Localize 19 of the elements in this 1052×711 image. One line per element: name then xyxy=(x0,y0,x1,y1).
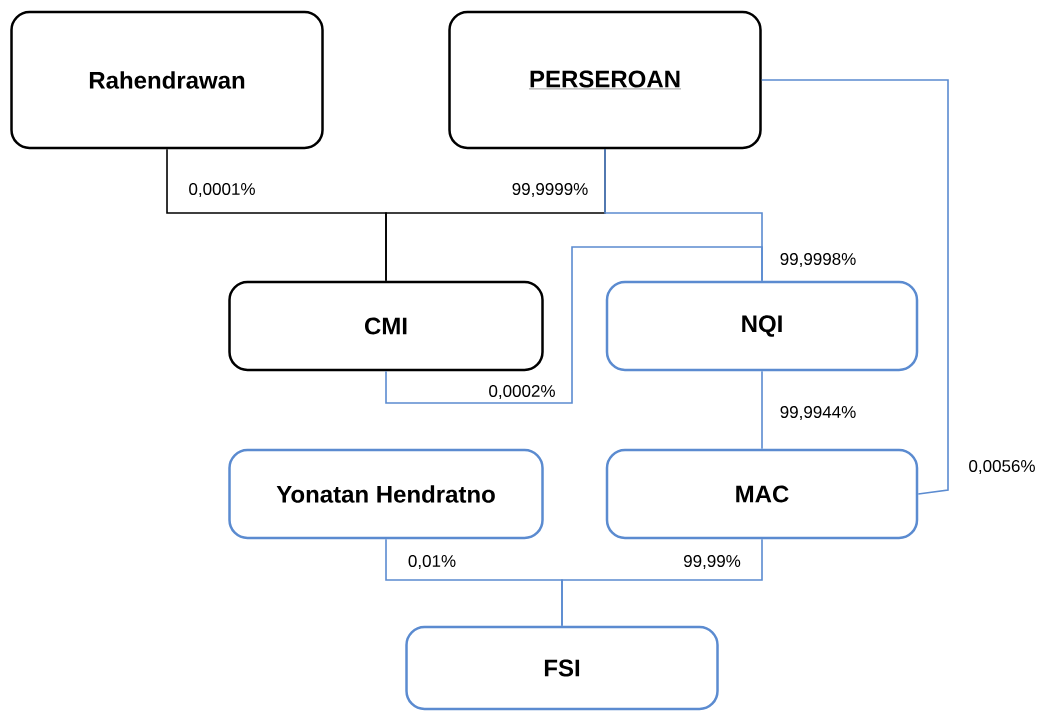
entity-box: NQI xyxy=(605,280,919,372)
connector-line xyxy=(385,246,763,404)
percentage-label: 99,99% xyxy=(682,553,742,570)
connector-line xyxy=(760,79,949,495)
entity-box: Yonatan Hendratno xyxy=(228,448,544,540)
connector-line xyxy=(561,538,763,627)
percentage-label: 0,0002% xyxy=(487,383,557,400)
entity-box: Rahendrawan xyxy=(10,10,324,150)
percentage-label: 0,01% xyxy=(406,553,458,570)
entity-box: CMI xyxy=(228,280,544,372)
percentage-label: 0,0056% xyxy=(967,458,1037,475)
entity-box: FSI xyxy=(405,625,719,711)
percentage-label: 99,9999% xyxy=(510,181,590,198)
connector-line xyxy=(761,370,763,450)
percentage-label: 99,9998% xyxy=(778,251,858,268)
entity-box: PERSEROAN xyxy=(448,10,762,150)
percentage-label: 0,0001% xyxy=(187,181,257,198)
entity-box: MAC xyxy=(605,448,919,540)
percentage-label: 99,9944% xyxy=(778,404,858,421)
